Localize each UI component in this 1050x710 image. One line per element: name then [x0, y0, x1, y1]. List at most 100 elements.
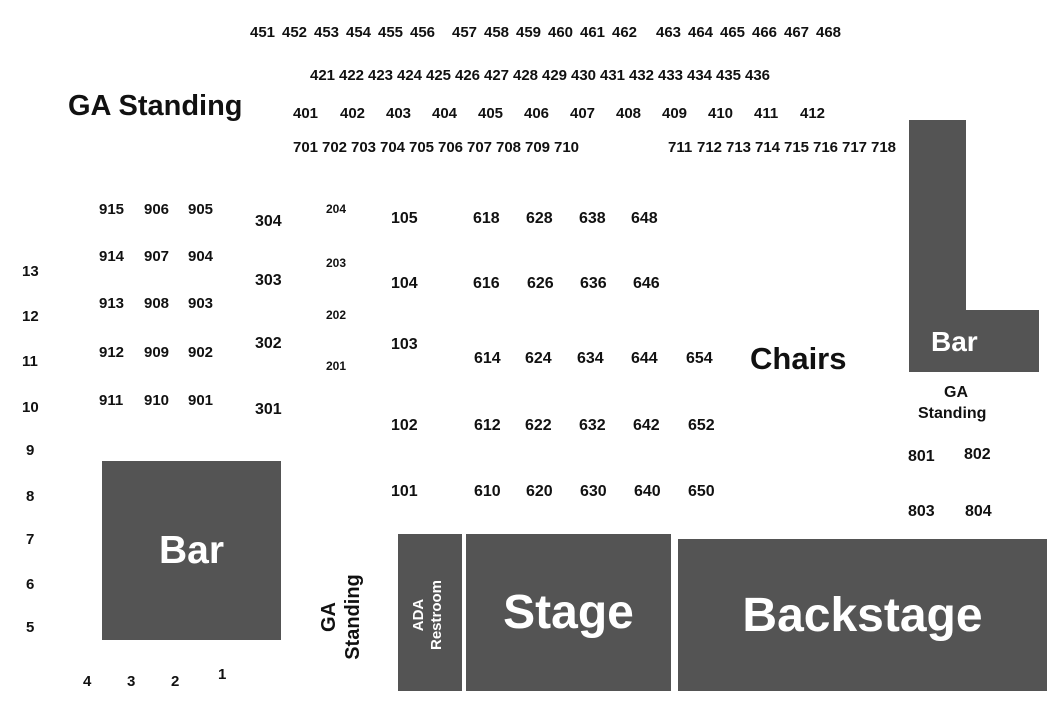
section-label[interactable]: 427	[484, 67, 510, 84]
section-label[interactable]: 701	[293, 139, 319, 156]
section-label[interactable]: 3	[127, 673, 136, 690]
section-label[interactable]: 638	[579, 210, 606, 227]
section-label[interactable]: 905	[188, 201, 214, 218]
section-label[interactable]: 708	[496, 139, 522, 156]
section-label[interactable]: 425	[426, 67, 452, 84]
section-label[interactable]: 424	[397, 67, 423, 84]
section-label[interactable]: 204	[326, 202, 347, 216]
section-label[interactable]: 646	[633, 275, 660, 292]
section-label[interactable]: 454	[346, 24, 372, 41]
section-label[interactable]: 101	[391, 483, 418, 500]
section-label[interactable]: 9	[26, 442, 35, 459]
section-label[interactable]: 610	[474, 483, 501, 500]
section-label[interactable]: 612	[474, 417, 501, 434]
section-label[interactable]: 652	[688, 417, 715, 434]
section-label[interactable]: 706	[438, 139, 464, 156]
section-label[interactable]: 710	[554, 139, 580, 156]
section-label[interactable]: 715	[784, 139, 810, 156]
section-label[interactable]: 903	[188, 295, 214, 312]
section-label[interactable]: 915	[99, 201, 125, 218]
section-label[interactable]: 436	[745, 67, 771, 84]
section-label[interactable]: 804	[965, 503, 992, 520]
section-label[interactable]: 707	[467, 139, 493, 156]
section-label[interactable]: 406	[524, 105, 550, 122]
section-label[interactable]: 455	[378, 24, 404, 41]
section-label[interactable]: 407	[570, 105, 596, 122]
section-label[interactable]: 654	[686, 350, 713, 367]
section-label[interactable]: 908	[144, 295, 170, 312]
section-label[interactable]: 403	[386, 105, 412, 122]
section-label[interactable]: 614	[474, 350, 501, 367]
section-label[interactable]: 624	[525, 350, 552, 367]
section-label[interactable]: 11	[22, 353, 38, 370]
section-label[interactable]: 13	[22, 263, 39, 280]
section-label[interactable]: 401	[293, 105, 319, 122]
section-label[interactable]: 431	[600, 67, 626, 84]
section-label[interactable]: 462	[612, 24, 638, 41]
section-label[interactable]: 902	[188, 344, 214, 361]
section-label[interactable]: 465	[720, 24, 746, 41]
section-label[interactable]: 4	[83, 673, 92, 690]
section-label[interactable]: 105	[391, 210, 418, 227]
section-label[interactable]: 461	[580, 24, 606, 41]
section-label[interactable]: 640	[634, 483, 661, 500]
section-label[interactable]: 434	[687, 67, 713, 84]
section-label[interactable]: 460	[548, 24, 574, 41]
section-label[interactable]: 451	[250, 24, 276, 41]
section-label[interactable]: 803	[908, 503, 935, 520]
section-label[interactable]: 428	[513, 67, 539, 84]
section-label[interactable]: 618	[473, 210, 500, 227]
section-label[interactable]: 913	[99, 295, 125, 312]
section-label[interactable]: 404	[432, 105, 458, 122]
section-label[interactable]: 452	[282, 24, 308, 41]
section-label[interactable]: 705	[409, 139, 435, 156]
section-label[interactable]: 304	[255, 213, 282, 230]
section-label[interactable]: 703	[351, 139, 377, 156]
section-label[interactable]: 104	[391, 275, 418, 292]
section-label[interactable]: 411	[754, 105, 779, 122]
section-label[interactable]: 620	[526, 483, 553, 500]
section-label[interactable]: 636	[580, 275, 607, 292]
section-label[interactable]: 702	[322, 139, 348, 156]
section-label[interactable]: 718	[871, 139, 897, 156]
section-label[interactable]: 102	[391, 417, 418, 434]
section-label[interactable]: 910	[144, 392, 170, 409]
section-label[interactable]: 456	[410, 24, 436, 41]
section-label[interactable]: 644	[631, 350, 658, 367]
section-label[interactable]: 12	[22, 308, 39, 325]
section-label[interactable]: 6	[26, 576, 35, 593]
section-label[interactable]: 7	[26, 531, 35, 548]
section-label[interactable]: 463	[656, 24, 682, 41]
section-label[interactable]: 911	[99, 392, 124, 409]
section-label[interactable]: 709	[525, 139, 551, 156]
section-label[interactable]: 458	[484, 24, 510, 41]
section-label[interactable]: 626	[527, 275, 554, 292]
section-label[interactable]: 464	[688, 24, 714, 41]
section-label[interactable]: 468	[816, 24, 842, 41]
section-label[interactable]: 435	[716, 67, 742, 84]
section-label[interactable]: 467	[784, 24, 810, 41]
section-label[interactable]: 628	[526, 210, 553, 227]
section-label[interactable]: 909	[144, 344, 170, 361]
section-label[interactable]: 622	[525, 417, 552, 434]
section-label[interactable]: 906	[144, 201, 170, 218]
section-label[interactable]: 616	[473, 275, 500, 292]
section-label[interactable]: 634	[577, 350, 604, 367]
section-label[interactable]: 466	[752, 24, 778, 41]
section-label[interactable]: 432	[629, 67, 655, 84]
section-label[interactable]: 103	[391, 336, 418, 353]
section-label[interactable]: 1	[218, 666, 227, 683]
section-label[interactable]: 457	[452, 24, 478, 41]
section-label[interactable]: 201	[326, 359, 347, 373]
section-label[interactable]: 412	[800, 105, 826, 122]
section-label[interactable]: 402	[340, 105, 366, 122]
section-label[interactable]: 433	[658, 67, 684, 84]
section-label[interactable]: 5	[26, 619, 35, 636]
section-label[interactable]: 704	[380, 139, 406, 156]
section-label[interactable]: 642	[633, 417, 660, 434]
section-label[interactable]: 409	[662, 105, 688, 122]
section-label[interactable]: 711	[668, 139, 693, 156]
section-label[interactable]: 8	[26, 488, 35, 505]
section-label[interactable]: 632	[579, 417, 606, 434]
section-label[interactable]: 2	[171, 673, 180, 690]
